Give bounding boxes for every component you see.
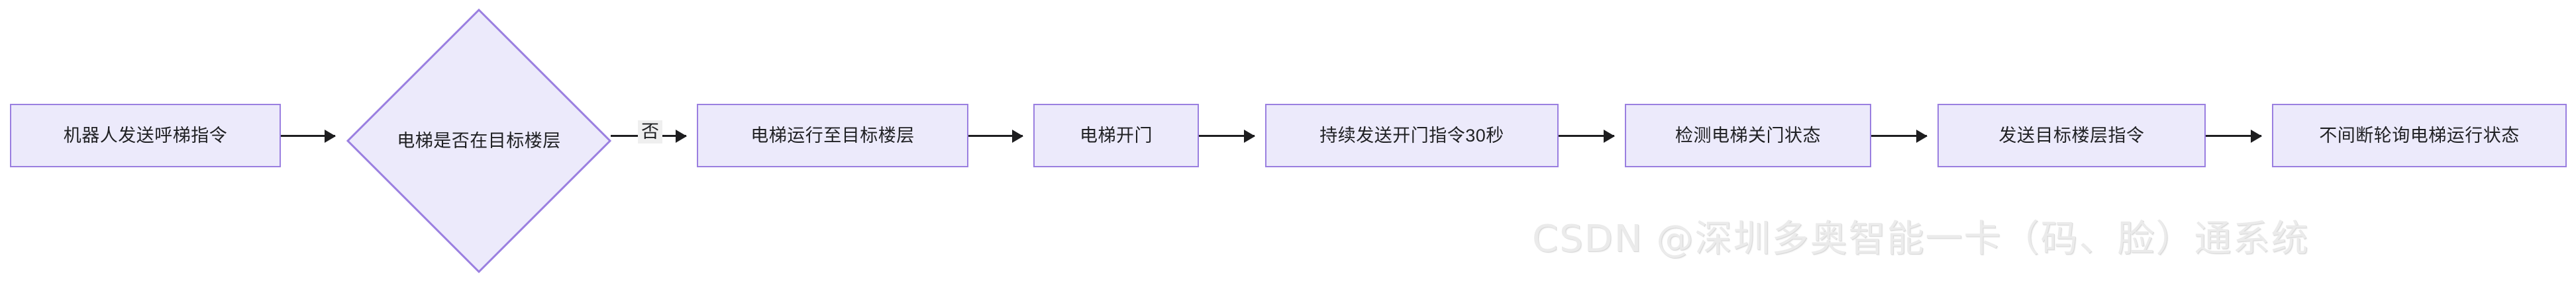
edge-n6-to-n7 xyxy=(2206,135,2261,137)
flow-node-label: 机器人发送呼梯指令 xyxy=(63,125,228,145)
flow-node-label: 持续发送开门指令30秒 xyxy=(1319,125,1504,145)
flow-node-elevator-open-door[interactable]: 电梯开门 xyxy=(1033,104,1199,167)
edge-n3-to-n4 xyxy=(1199,135,1255,137)
flow-node-poll-elevator-running-state[interactable]: 不间断轮询电梯运行状态 xyxy=(2272,104,2567,167)
flow-node-decision-elevator-at-target-floor[interactable]: 电梯是否在目标楼层 xyxy=(346,9,611,273)
flow-node-detect-door-closed-state[interactable]: 检测电梯关门状态 xyxy=(1625,104,1871,167)
flow-node-label: 发送目标楼层指令 xyxy=(1998,125,2145,145)
edge-n2-to-n3 xyxy=(968,135,1023,137)
flow-node-label: 不间断轮询电梯运行状态 xyxy=(2319,125,2520,145)
edge-n0-to-n1 xyxy=(281,135,335,137)
csdn-watermark: CSDN @深圳多奥智能一卡（码、脸）通系统 xyxy=(1532,218,2310,261)
diamond-shape-icon xyxy=(346,9,611,273)
flow-node-label: 电梯运行至目标楼层 xyxy=(750,125,915,145)
flow-node-label: 电梯开门 xyxy=(1080,125,1153,145)
edge-n4-to-n5 xyxy=(1559,135,1614,137)
edge-n5-to-n6 xyxy=(1871,135,1927,137)
flow-node-label: 电梯是否在目标楼层 xyxy=(397,130,561,151)
flow-node-send-target-floor-command[interactable]: 发送目标楼层指令 xyxy=(1937,104,2206,167)
edge-label-no: 否 xyxy=(638,120,662,144)
flow-node-keep-sending-open-door-command[interactable]: 持续发送开门指令30秒 xyxy=(1265,104,1559,167)
flow-node-elevator-travel-to-target-floor[interactable]: 电梯运行至目标楼层 xyxy=(697,104,968,167)
flow-node-robot-call-elevator[interactable]: 机器人发送呼梯指令 xyxy=(10,104,281,167)
edge-n1-to-n2-segment-left xyxy=(611,135,641,137)
flow-node-label: 检测电梯关门状态 xyxy=(1675,125,1821,145)
edge-n1-to-n2-segment-right xyxy=(662,135,686,137)
